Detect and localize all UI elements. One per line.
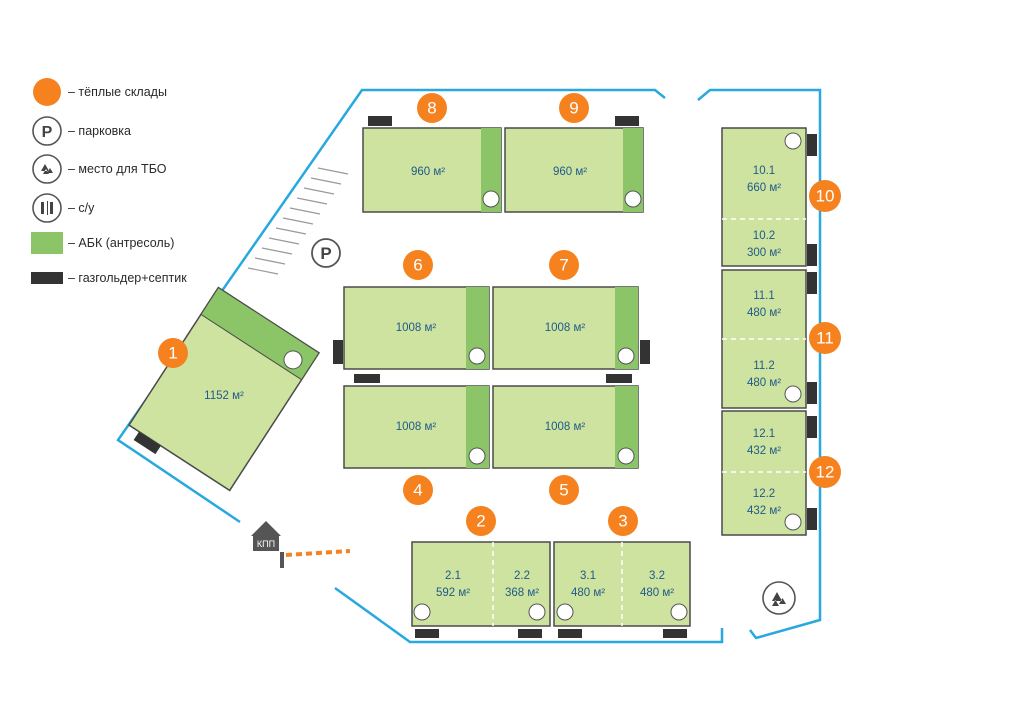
unit-10-1-area: 660 м² xyxy=(747,182,781,194)
legend-abk-swatch xyxy=(31,232,63,254)
svg-text:6: 6 xyxy=(413,256,422,275)
legend-abk-label: – АБК (антресоль) xyxy=(68,236,174,250)
legend-wc-label: – с/у xyxy=(68,201,95,215)
building-1: 1152 м² xyxy=(127,286,321,492)
unit-3-2-area: 480 м² xyxy=(640,587,674,599)
legend-wc-icon xyxy=(32,193,62,223)
building-4-area: 1008 м² xyxy=(396,421,437,433)
recycle-icon xyxy=(762,581,796,615)
parking-stripes xyxy=(247,167,349,275)
building-6: 1008 м² xyxy=(333,286,490,383)
building-6-area: 1008 м² xyxy=(396,322,437,334)
building-2: 2.1 592 м² 2.2 368 м² xyxy=(411,541,551,638)
legend-warm-icon xyxy=(33,78,61,106)
marker-3: 3 xyxy=(608,506,638,536)
site-fence xyxy=(116,88,822,644)
unit-11-2-area: 480 м² xyxy=(747,377,781,389)
svg-text:3: 3 xyxy=(618,512,627,531)
legend-warm-label: – тёплые склады xyxy=(68,85,167,99)
legend-gas-label: – газгольдер+септик xyxy=(68,271,187,285)
unit-12-1-num: 12.1 xyxy=(753,428,775,440)
building-7: 1008 м² xyxy=(492,286,650,383)
svg-text:8: 8 xyxy=(427,99,436,118)
building-7-area: 1008 м² xyxy=(545,322,586,334)
unit-12-1-area: 432 м² xyxy=(747,445,781,457)
marker-12: 12 xyxy=(809,456,841,488)
legend-tbo-label: – место для ТБО xyxy=(68,162,167,176)
parking-icon: P xyxy=(311,238,341,268)
marker-10: 10 xyxy=(809,180,841,212)
checkpoint-label: КПП xyxy=(257,539,275,549)
checkpoint: КПП xyxy=(251,521,281,551)
building-12: 12.1 432 м² 12.2 432 м² xyxy=(721,410,817,536)
svg-text:11: 11 xyxy=(816,329,834,348)
marker-4: 4 xyxy=(403,475,433,505)
svg-text:10: 10 xyxy=(816,187,835,206)
unit-10-2-area: 300 м² xyxy=(747,247,781,259)
svg-text:5: 5 xyxy=(559,481,568,500)
svg-text:2: 2 xyxy=(476,512,485,531)
unit-11-2-num: 11.2 xyxy=(753,360,775,372)
svg-text:P: P xyxy=(42,124,53,141)
marker-2: 2 xyxy=(466,506,496,536)
svg-text:1: 1 xyxy=(168,344,177,363)
marker-1: 1 xyxy=(158,338,188,368)
svg-text:4: 4 xyxy=(413,481,422,500)
building-9: 960 м² xyxy=(504,116,644,213)
building-1-area: 1152 м² xyxy=(204,390,244,402)
unit-2-1-num: 2.1 xyxy=(445,570,461,582)
building-5: 1008 м² xyxy=(492,385,639,469)
marker-8: 8 xyxy=(417,93,447,123)
marker-5: 5 xyxy=(549,475,579,505)
building-3: 3.1 480 м² 3.2 480 м² xyxy=(553,541,691,638)
building-8: 960 м² xyxy=(362,116,502,213)
unit-12-2-area: 432 м² xyxy=(747,505,781,517)
unit-11-1-num: 11.1 xyxy=(753,290,775,302)
unit-3-2-num: 3.2 xyxy=(649,570,665,582)
building-5-area: 1008 м² xyxy=(545,421,586,433)
unit-10-1-num: 10.1 xyxy=(753,165,775,177)
building-4: 1008 м² xyxy=(343,385,490,469)
building-8-area: 960 м² xyxy=(411,166,445,178)
legend: – тёплые склады P – парковка – место для… xyxy=(31,78,187,285)
barrier xyxy=(280,549,351,568)
marker-9: 9 xyxy=(559,93,589,123)
number-markers: 1 2 3 4 5 6 7 8 9 10 11 12 xyxy=(158,93,841,536)
legend-parking-icon: P xyxy=(32,116,62,146)
marker-11: 11 xyxy=(809,322,841,354)
unit-2-2-area: 368 м² xyxy=(505,587,539,599)
svg-text:7: 7 xyxy=(559,256,568,275)
building-10: 10.1 660 м² 10.2 300 м² xyxy=(721,127,817,267)
svg-text:9: 9 xyxy=(569,99,578,118)
legend-recycle-icon xyxy=(32,154,62,184)
unit-11-1-area: 480 м² xyxy=(747,307,781,319)
unit-2-1-area: 592 м² xyxy=(436,587,470,599)
unit-2-2-num: 2.2 xyxy=(514,570,530,582)
legend-gas-swatch xyxy=(31,272,63,284)
svg-text:12: 12 xyxy=(816,463,835,482)
unit-3-1-num: 3.1 xyxy=(580,570,596,582)
svg-text:P: P xyxy=(320,244,331,263)
marker-6: 6 xyxy=(403,250,433,280)
unit-12-2-num: 12.2 xyxy=(753,488,775,500)
building-11: 11.1 480 м² 11.2 480 м² xyxy=(721,269,817,409)
legend-parking-label: – парковка xyxy=(68,124,131,138)
building-9-area: 960 м² xyxy=(553,166,587,178)
unit-3-1-area: 480 м² xyxy=(571,587,605,599)
marker-7: 7 xyxy=(549,250,579,280)
unit-10-2-num: 10.2 xyxy=(753,230,775,242)
